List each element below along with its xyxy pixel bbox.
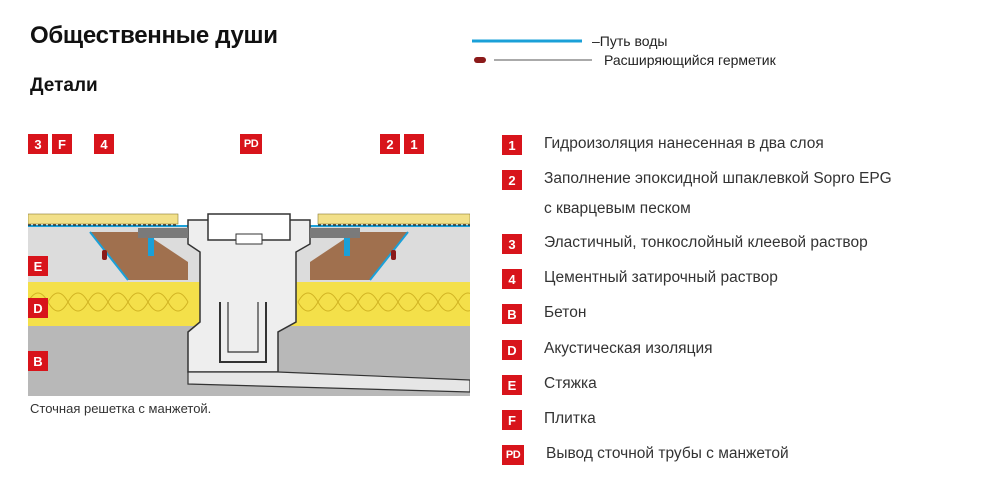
callout-b: B: [28, 351, 48, 371]
callout-pd: PD: [240, 134, 262, 154]
list-text: Акустическая изоляция: [544, 340, 713, 357]
legend-water-path-label: Путь воды: [599, 33, 668, 49]
list-item: PD Вывод сточной трубы с манжетой: [502, 444, 982, 469]
outlet-pipe: [187, 371, 470, 393]
list-badge: E: [502, 375, 522, 395]
callout-4: 4: [94, 134, 114, 154]
page-subtitle: Детали: [30, 75, 98, 96]
list-item: 1 Гидроизоляция нанесенная в два слоя: [502, 134, 982, 159]
epoxy-fill-left: [90, 232, 188, 280]
list-text: Гидроизоляция нанесенная в два слоя: [544, 135, 824, 152]
callout-f: F: [52, 134, 72, 154]
callout-e: E: [28, 256, 48, 276]
list-text-line1: Заполнение эпоксидной шпаклевкой Sopro E…: [544, 170, 892, 187]
list-badge: 2: [502, 170, 522, 190]
list-item: 2 Заполнение эпоксидной шпаклевкой Sopro…: [502, 169, 982, 224]
legend-sealant: Расширяющийся герметик: [472, 52, 776, 68]
list-item: 3 Эластичный, тонкослойный клеевой раств…: [502, 233, 982, 258]
callout-1: 1: [404, 134, 424, 154]
callout-d: D: [28, 298, 48, 318]
callout-3: 3: [28, 134, 48, 154]
water-path-line-icon: [472, 39, 582, 43]
list-badge: F: [502, 410, 522, 430]
list-text: Заполнение эпоксидной шпаклевкой Sopro E…: [544, 164, 892, 224]
list-badge: 4: [502, 269, 522, 289]
list-badge: D: [502, 340, 522, 360]
list-text: Плитка: [544, 410, 596, 427]
epoxy-fill-right: [310, 232, 408, 280]
page-title: Общественные души: [30, 22, 278, 49]
legend-water-path: – Путь воды: [470, 33, 667, 49]
list-badge: B: [502, 304, 522, 324]
diagram-caption: Сточная решетка с манжетой.: [30, 401, 212, 416]
list-item: B Бетон: [502, 303, 982, 328]
list-item: E Стяжка: [502, 374, 982, 399]
list-item: 4 Цементный затирочный раствор: [502, 268, 982, 293]
list-text-line2: с кварцевым песком: [544, 200, 691, 217]
list-text: Вывод сточной трубы с манжетой: [546, 445, 789, 462]
list-text: Стяжка: [544, 375, 597, 392]
list-text: Цементный затирочный раствор: [544, 269, 778, 286]
list-text: Бетон: [544, 304, 587, 321]
legend-sealant-label: Расширяющийся герметик: [604, 52, 776, 68]
callout-2: 2: [380, 134, 400, 154]
list-badge: 1: [502, 135, 522, 155]
list-item: D Акустическая изоляция: [502, 339, 982, 364]
list-item: F Плитка: [502, 409, 982, 434]
sealant-line-icon: [474, 57, 592, 63]
list-badge: 3: [502, 234, 522, 254]
drain-cross-section-diagram: [28, 213, 470, 396]
list-text: Эластичный, тонкослойный клеевой раствор: [544, 234, 868, 251]
list-badge: PD: [502, 445, 524, 465]
